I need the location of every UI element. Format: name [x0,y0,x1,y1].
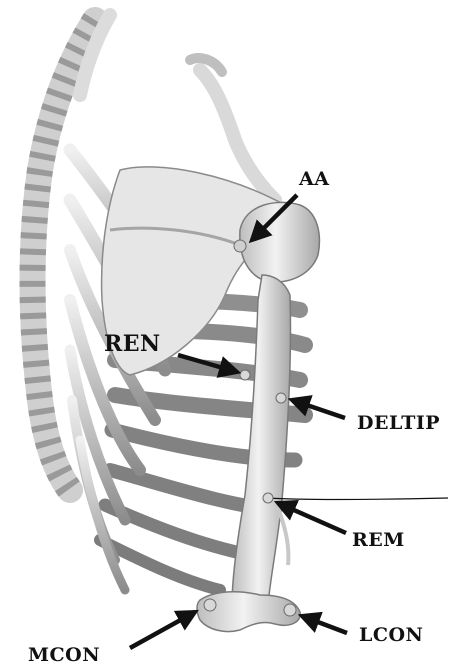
label-rem: REM [352,531,405,550]
arrow-mcon [130,612,195,648]
label-lcon: LCON [359,626,423,645]
landmark-aa-marker [234,240,246,252]
landmark-deltip-marker [276,393,286,403]
landmark-lcon-marker [284,604,296,616]
label-mcon: MCON [28,646,100,665]
label-aa: AA [299,170,329,189]
marker-wire [268,498,448,500]
landmark-mcon-marker [204,599,216,611]
humerus [232,275,291,605]
landmark-rem-marker [263,493,273,503]
label-deltip: DELTIP [357,414,440,433]
label-ren: REN [104,333,161,355]
arrow-lcon [302,616,347,633]
arrow-rem [278,503,346,533]
landmark-ren-marker [240,370,250,380]
